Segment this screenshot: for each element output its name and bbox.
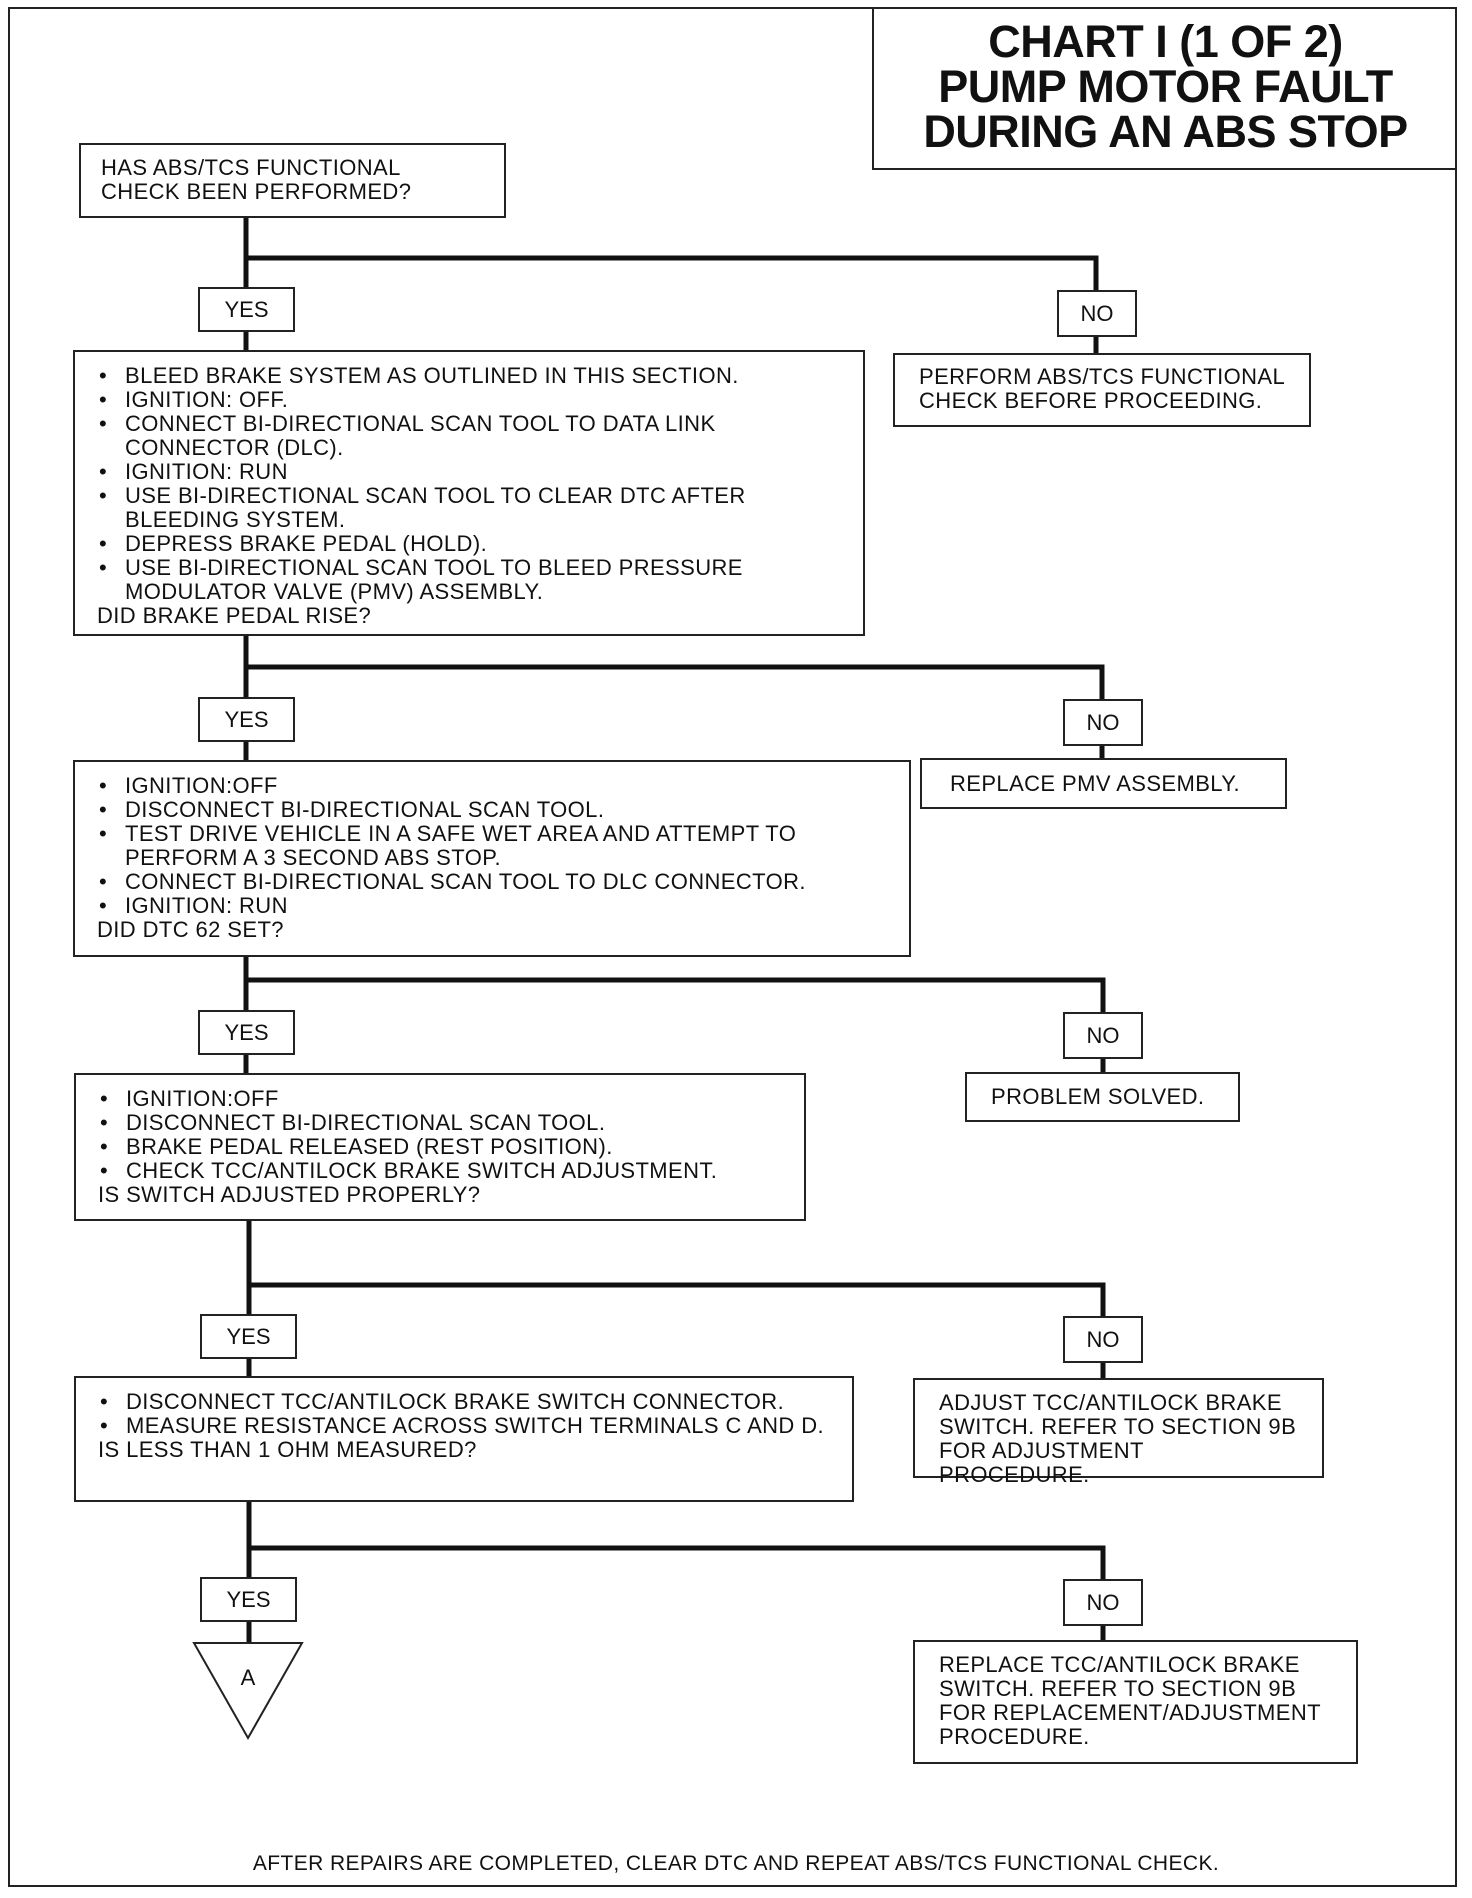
no5-box: REPLACE TCC/ANTILOCK BRAKE SWITCH. REFER… <box>913 1640 1358 1764</box>
step1-box: HAS ABS/TCS FUNCTIONAL CHECK BEEN PERFOR… <box>79 143 506 218</box>
yes-label: YES <box>198 697 295 742</box>
list-item: DEPRESS BRAKE PEDAL (HOLD). <box>97 532 845 557</box>
no4-box: ADJUST TCC/ANTILOCK BRAKE SWITCH. REFER … <box>913 1378 1324 1487</box>
yes-label: YES <box>198 1010 295 1055</box>
no5-text: REPLACE TCC/ANTILOCK BRAKE SWITCH. REFER… <box>939 1652 1321 1749</box>
no-label: NO <box>1063 1316 1143 1363</box>
chart-title-line2: PUMP MOTOR FAULT <box>938 61 1393 112</box>
connector-triangle <box>192 1642 304 1741</box>
no1-box: PERFORM ABS/TCS FUNCTIONAL CHECK BEFORE … <box>893 353 1311 427</box>
list-item: USE BI-DIRECTIONAL SCAN TOOL TO BLEED PR… <box>97 556 845 604</box>
list-item: MEASURE RESISTANCE ACROSS SWITCH TERMINA… <box>98 1414 834 1439</box>
step3-box: IGNITION:OFF DISCONNECT BI-DIRECTIONAL S… <box>73 760 911 957</box>
no3-text: PROBLEM SOLVED. <box>991 1084 1205 1109</box>
no2-text: REPLACE PMV ASSEMBLY. <box>950 771 1241 796</box>
list-item: DISCONNECT BI-DIRECTIONAL SCAN TOOL. <box>97 798 891 823</box>
connector-label: A <box>240 1665 256 1690</box>
no-label: NO <box>1063 1579 1143 1626</box>
step4-box: IGNITION:OFF DISCONNECT BI-DIRECTIONAL S… <box>74 1073 806 1221</box>
list-item: IGNITION: RUN <box>97 894 891 919</box>
list-item: DISCONNECT TCC/ANTILOCK BRAKE SWITCH CON… <box>98 1390 834 1415</box>
no1-text: PERFORM ABS/TCS FUNCTIONAL CHECK BEFORE … <box>919 364 1285 413</box>
list-item: BLEED BRAKE SYSTEM AS OUTLINED IN THIS S… <box>97 364 845 389</box>
step1-question: HAS ABS/TCS FUNCTIONAL CHECK BEEN PERFOR… <box>101 155 412 204</box>
list-item: IGNITION:OFF <box>98 1087 786 1112</box>
step2-question: DID BRAKE PEDAL RISE? <box>97 603 372 628</box>
list-item: USE BI-DIRECTIONAL SCAN TOOL TO CLEAR DT… <box>97 484 845 532</box>
list-item: IGNITION: OFF. <box>97 388 845 413</box>
no-label: NO <box>1063 699 1143 746</box>
step5-box: DISCONNECT TCC/ANTILOCK BRAKE SWITCH CON… <box>74 1376 854 1502</box>
list-item: CONNECT BI-DIRECTIONAL SCAN TOOL TO DLC … <box>97 870 891 895</box>
chart-title-line3: DURING AN ABS STOP <box>923 106 1408 157</box>
step5-question: IS LESS THAN 1 OHM MEASURED? <box>98 1437 477 1462</box>
chart-title-line1: CHART I (1 OF 2) <box>988 16 1343 67</box>
step4-list: IGNITION:OFF DISCONNECT BI-DIRECTIONAL S… <box>98 1087 786 1184</box>
list-item: TEST DRIVE VEHICLE IN A SAFE WET AREA AN… <box>97 822 891 870</box>
step2-box: BLEED BRAKE SYSTEM AS OUTLINED IN THIS S… <box>73 350 865 636</box>
no-label: NO <box>1057 290 1137 337</box>
yes-label: YES <box>200 1577 297 1622</box>
no3-box: PROBLEM SOLVED. <box>965 1072 1240 1122</box>
yes-label: YES <box>198 287 295 332</box>
step3-list: IGNITION:OFF DISCONNECT BI-DIRECTIONAL S… <box>97 774 891 919</box>
list-item: CONNECT BI-DIRECTIONAL SCAN TOOL TO DATA… <box>97 412 845 460</box>
list-item: DISCONNECT BI-DIRECTIONAL SCAN TOOL. <box>98 1111 786 1136</box>
list-item: IGNITION: RUN <box>97 460 845 485</box>
list-item: CHECK TCC/ANTILOCK BRAKE SWITCH ADJUSTME… <box>98 1159 786 1184</box>
step2-list: BLEED BRAKE SYSTEM AS OUTLINED IN THIS S… <box>97 364 845 604</box>
no-label: NO <box>1063 1012 1143 1059</box>
step4-question: IS SWITCH ADJUSTED PROPERLY? <box>98 1182 481 1207</box>
no4-text: ADJUST TCC/ANTILOCK BRAKE SWITCH. REFER … <box>939 1390 1297 1487</box>
footer-note: AFTER REPAIRS ARE COMPLETED, CLEAR DTC A… <box>252 1852 1220 1875</box>
no2-box: REPLACE PMV ASSEMBLY. <box>920 758 1287 809</box>
chart-title: CHART I (1 OF 2) PUMP MOTOR FAULT DURING… <box>872 7 1457 170</box>
step3-question: DID DTC 62 SET? <box>97 917 284 942</box>
list-item: IGNITION:OFF <box>97 774 891 799</box>
chart-page <box>8 7 1457 1887</box>
step5-list: DISCONNECT TCC/ANTILOCK BRAKE SWITCH CON… <box>98 1390 834 1439</box>
yes-label: YES <box>200 1314 297 1359</box>
list-item: BRAKE PEDAL RELEASED (REST POSITION). <box>98 1135 786 1160</box>
